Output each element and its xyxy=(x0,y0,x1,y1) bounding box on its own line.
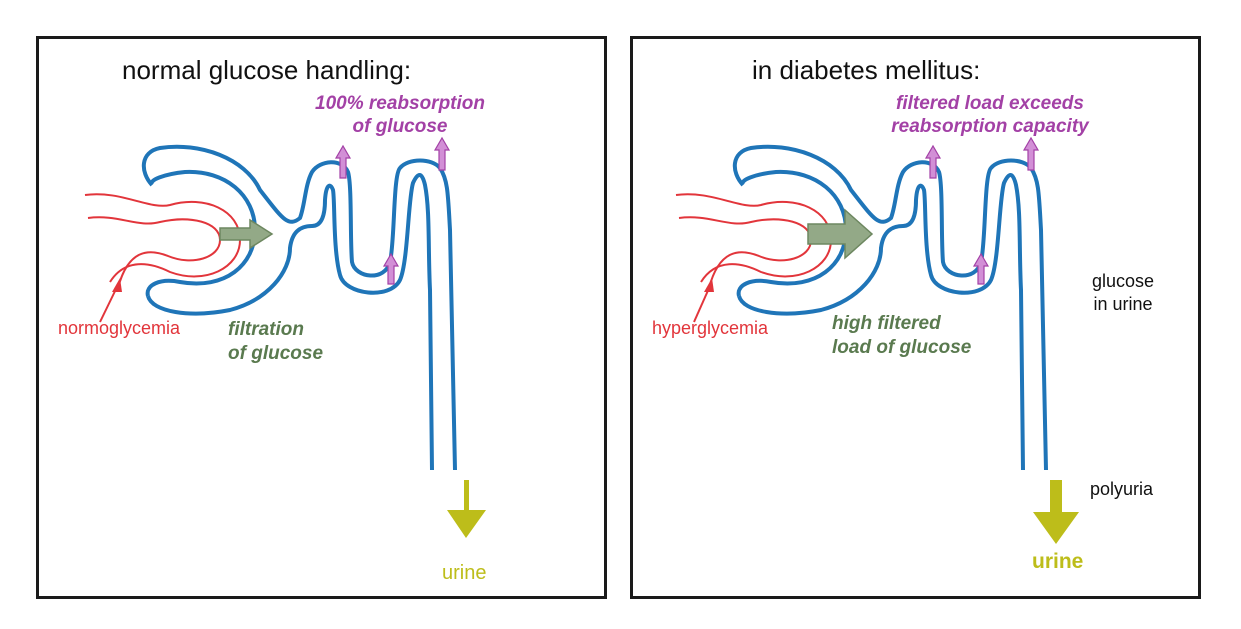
reabsorption-label-right: filtered load exceeds reabsorption capac… xyxy=(860,92,1120,138)
reabsorption-arrow-left-2 xyxy=(433,136,451,171)
urine-arrow-left xyxy=(447,480,486,538)
glucose-in-urine-label: glucose in urine xyxy=(1092,270,1154,316)
reabsorption-arrow-right-1 xyxy=(924,144,942,179)
urine-label-left: urine xyxy=(442,562,487,584)
normoglycemia-arrowhead xyxy=(112,278,122,292)
reabsorption-line1-right: filtered load exceeds xyxy=(896,93,1084,114)
reabsorption-arrow-right-3 xyxy=(972,252,990,285)
filtration-label-left: filtration of glucose xyxy=(228,318,323,366)
filtration-line1-left: filtration xyxy=(228,319,304,340)
reabsorption-line2-left: of glucose xyxy=(352,116,448,137)
right-nephron xyxy=(674,144,1048,472)
filtration-arrow-right xyxy=(807,208,874,260)
hyperglycemia-label: hyperglycemia xyxy=(652,318,769,338)
polyuria-label: polyuria xyxy=(1090,479,1154,499)
filtration-arrow-left xyxy=(219,218,274,250)
glucose-urine-line1: glucose xyxy=(1092,271,1155,291)
normoglycemia-label: normoglycemia xyxy=(58,318,181,338)
left-panel-title: normal glucose handling: xyxy=(122,55,412,85)
glucose-urine-line2: in urine xyxy=(1093,294,1153,314)
filtration-line2-left: of glucose xyxy=(228,343,324,364)
filtration-line1-right: high filtered xyxy=(832,313,941,334)
reabsorption-arrow-left-3 xyxy=(382,252,400,285)
reabsorption-arrow-right-2 xyxy=(1022,136,1040,171)
left-nephron xyxy=(83,144,457,472)
reabsorption-arrow-left-1 xyxy=(334,144,352,179)
filtration-line2-right: load of glucose xyxy=(832,337,972,358)
reabsorption-line2-right: reabsorption capacity xyxy=(891,116,1089,137)
reabsorption-line1-left: 100% reabsorption xyxy=(315,93,485,114)
diabetes-panel xyxy=(630,36,1201,599)
urine-arrow-right xyxy=(1033,480,1079,544)
reabsorption-label-left: 100% reabsorption of glucose xyxy=(290,92,510,138)
right-panel-title: in diabetes mellitus: xyxy=(752,55,981,85)
normal-glucose-panel xyxy=(36,36,607,599)
urine-label-right: urine xyxy=(1032,550,1084,573)
hyperglycemia-arrowhead xyxy=(704,278,714,292)
filtration-label-right: high filtered load of glucose xyxy=(832,312,971,360)
